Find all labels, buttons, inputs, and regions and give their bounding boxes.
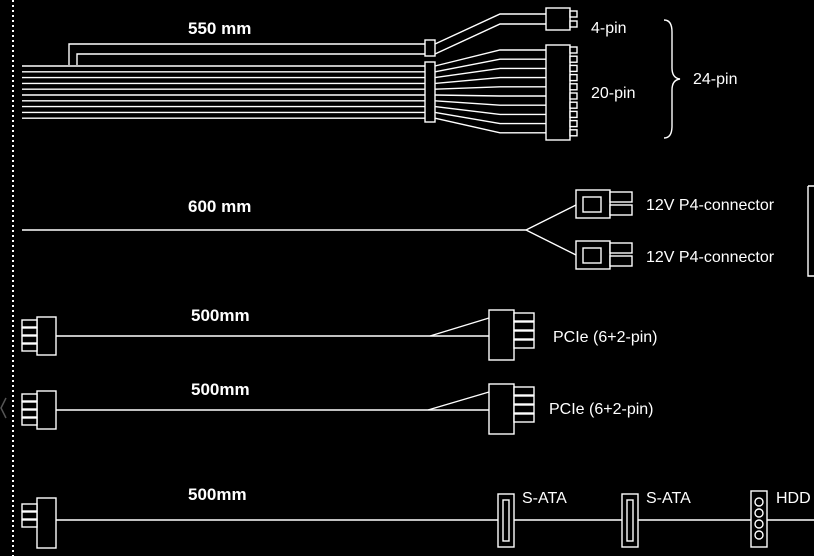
label-sata-1: S-ATA <box>522 490 567 507</box>
connector-20pin-pin <box>569 46 578 54</box>
cable-pcie-2: 500mm PCIe (6+2-pin) <box>21 380 654 435</box>
label-p4-1: 12V P4-connector <box>646 197 775 214</box>
connector-20pin-pin <box>569 129 578 137</box>
connector-20pin-pin <box>569 73 578 82</box>
chevron-left-icon <box>0 397 7 419</box>
connector-20pin <box>545 44 578 141</box>
label-4pin: 4-pin <box>591 20 627 37</box>
wire-20pin-fan <box>434 58 546 73</box>
wire-20pin-fan <box>434 105 546 116</box>
wire-20pin-fan <box>434 49 546 67</box>
cable-pcie-1-split-1 <box>429 317 490 337</box>
connector-pcie-1-psu <box>21 316 57 356</box>
cable-sata-length: 500mm <box>188 485 247 504</box>
connector-4pin <box>545 7 578 31</box>
connector-pcie-2-psu <box>21 390 57 430</box>
cable-20pin-fan-wires <box>434 49 546 134</box>
connector-pcie-2-gpu <box>488 383 535 435</box>
label-p4-2: 12V P4-connector <box>646 249 775 266</box>
connector-20pin-pin <box>569 92 578 100</box>
cable-p4-split-1 <box>525 204 577 231</box>
cable-sata: 500mm S-ATA S-ATA HDD <box>21 485 814 549</box>
connector-sata-psu <box>21 497 57 549</box>
connector-20pin-pin <box>569 101 578 109</box>
connector-p4-2 <box>575 240 633 270</box>
connector-pcie-1-gpu <box>488 309 535 361</box>
label-hdd: HDD <box>776 490 811 507</box>
cable-4pin-fan-wire-2 <box>434 23 546 55</box>
connector-hdd-molex <box>750 490 768 548</box>
cable-24pin-main-sleeve <box>424 61 436 123</box>
label-pcie-2: PCIe (6+2-pin) <box>549 401 654 418</box>
cable-24pin: 550 mm 4-pin 20-pin 24-pin <box>22 7 737 141</box>
wire-20pin-fan <box>434 67 546 79</box>
connector-sata-2 <box>621 493 639 548</box>
cable-pcie-1: 500mm PCIe (6+2-pin) <box>21 306 658 361</box>
label-sata-2: S-ATA <box>646 490 691 507</box>
connector-20pin-pin <box>569 64 578 73</box>
label-24pin: 24-pin <box>693 71 737 88</box>
wire-20pin-fan <box>434 100 546 106</box>
cable-24pin-wires <box>22 65 425 119</box>
wire-20pin-fan <box>434 76 546 85</box>
label-20pin: 20-pin <box>591 85 635 102</box>
connector-sata-1 <box>497 493 515 548</box>
wire-20pin-fan <box>434 117 546 134</box>
connector-20pin-pin <box>569 110 578 119</box>
cable-pcie-1-length: 500mm <box>191 306 250 325</box>
cable-24pin-wire-top-2 <box>76 53 425 65</box>
wire-20pin-fan <box>434 94 546 97</box>
cable-24pin-length: 550 mm <box>188 19 251 38</box>
wire-20pin-fan <box>434 86 546 90</box>
brace-24pin <box>663 19 681 139</box>
cable-p4: 600 mm 12V P4-connector 12V P4-connector <box>22 185 814 277</box>
bracket-p4 <box>807 185 814 277</box>
connector-20pin-pin <box>569 55 578 63</box>
cable-24pin-wire-top <box>68 43 425 65</box>
cable-p4-split-2 <box>525 229 577 256</box>
cable-4pin-fan-wire <box>434 13 546 45</box>
cable-24pin-top-sleeve <box>424 39 436 57</box>
wire-20pin-fan <box>434 111 546 125</box>
label-pcie-1: PCIe (6+2-pin) <box>553 329 658 346</box>
connector-20pin-pin <box>569 83 578 91</box>
connector-p4-1 <box>575 189 633 219</box>
cable-p4-length: 600 mm <box>188 197 251 216</box>
connector-20pin-pin <box>569 119 578 128</box>
cable-pcie-2-length: 500mm <box>191 380 250 399</box>
